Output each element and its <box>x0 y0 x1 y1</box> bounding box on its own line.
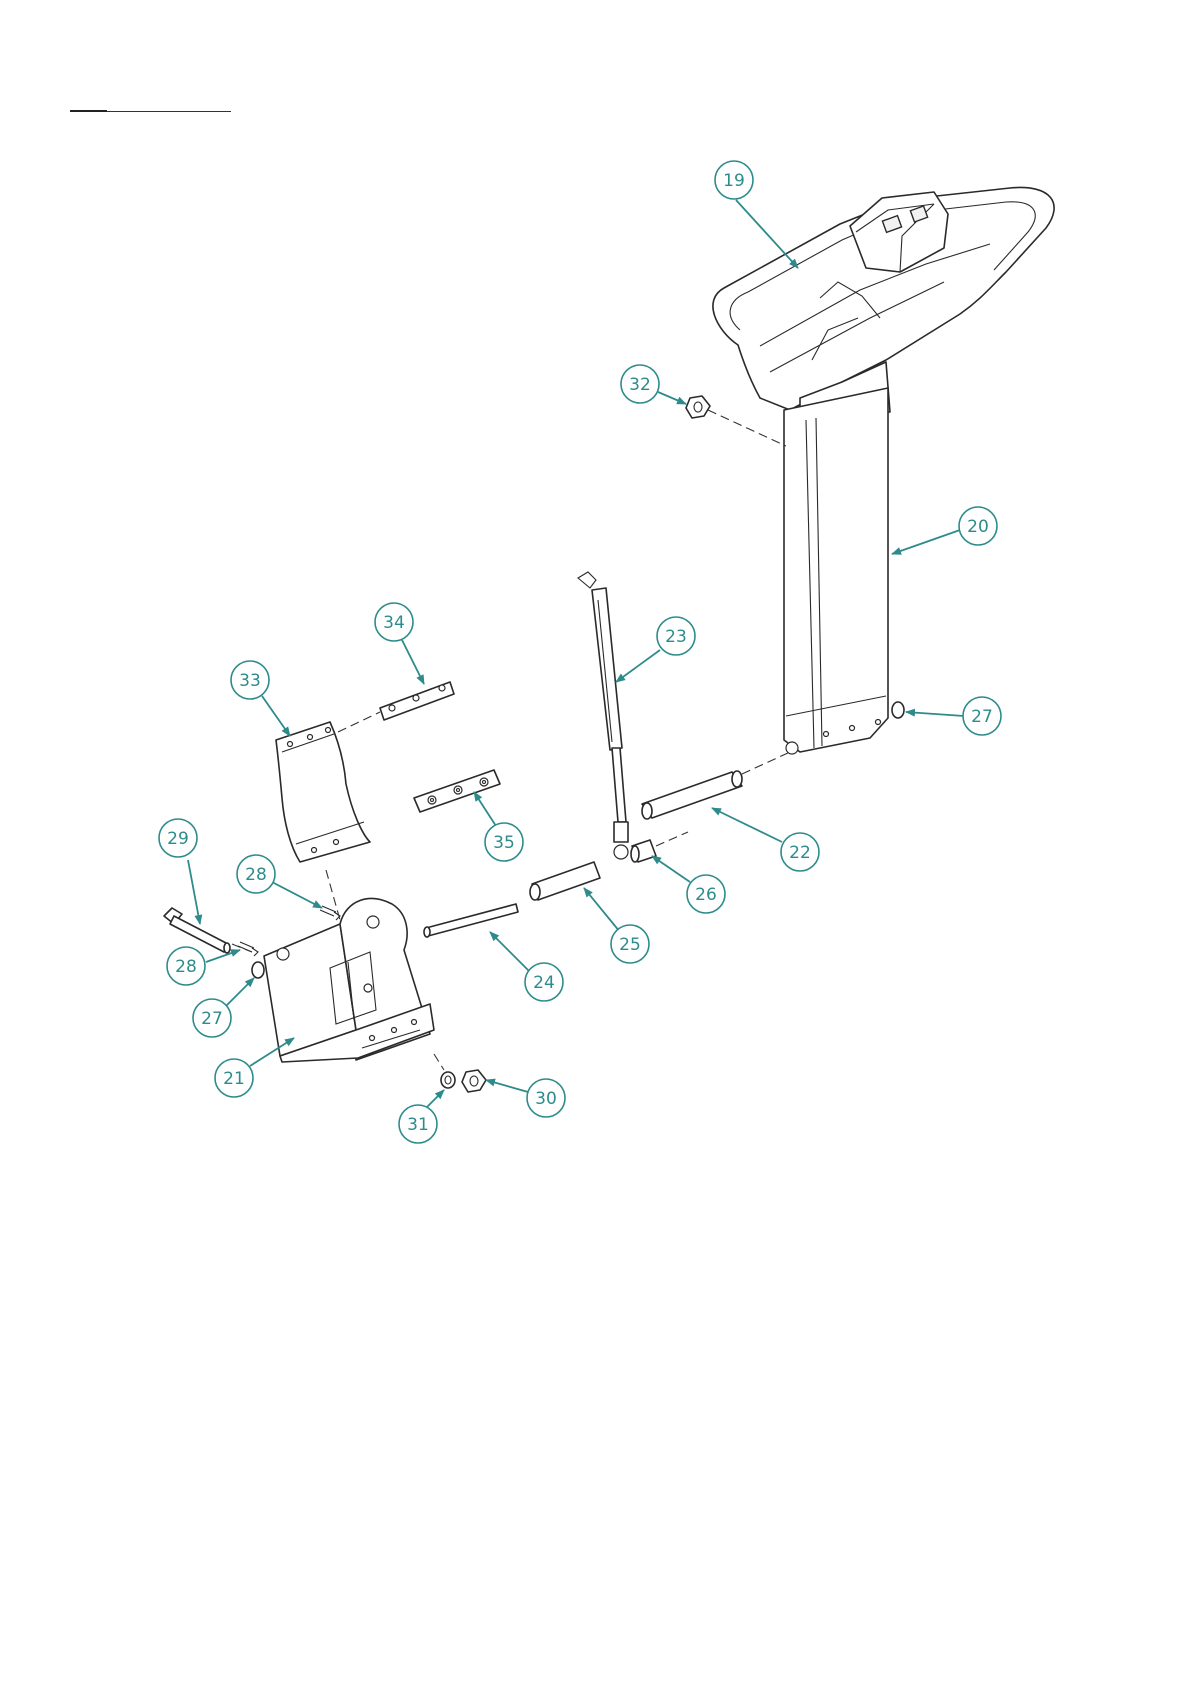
nut-32 <box>686 396 710 418</box>
callout-label: 27 <box>201 1009 223 1029</box>
balloon-28-lower: 28 <box>167 947 205 985</box>
callout-32: 32 <box>621 365 686 404</box>
callout-label: 27 <box>971 707 993 727</box>
leader-33 <box>262 696 290 736</box>
callout-27-left: 27 <box>193 978 254 1037</box>
callout-29: 29 <box>159 819 200 924</box>
callout-23: 23 <box>616 617 695 682</box>
callout-label: 24 <box>533 973 555 993</box>
leader-22 <box>712 808 782 842</box>
leader-25 <box>584 888 620 932</box>
handle-grip <box>713 187 1054 420</box>
balloon-31: 31 <box>399 1105 437 1143</box>
callout-label: 22 <box>789 843 811 863</box>
callout-label: 25 <box>619 935 641 955</box>
balloon-30: 30 <box>527 1079 565 1117</box>
plate-35 <box>414 770 500 812</box>
callout-label: 33 <box>239 671 261 691</box>
balloon-24: 24 <box>525 963 563 1001</box>
callout-26: 26 <box>652 856 725 913</box>
cotter-pin-28-upper <box>320 906 340 920</box>
callout-label: 21 <box>223 1069 245 1089</box>
callout-label: 28 <box>175 957 197 977</box>
leader-26 <box>652 856 690 882</box>
balloon-27-right: 27 <box>963 697 1001 735</box>
leader-31 <box>426 1090 444 1108</box>
balloon-21: 21 <box>215 1059 253 1097</box>
callout-35: 35 <box>474 792 523 861</box>
balloon-20: 20 <box>959 507 997 545</box>
callout-28-upper: 28 <box>237 855 322 908</box>
callout-label: 26 <box>695 885 717 905</box>
balloon-34: 34 <box>375 603 413 641</box>
leader-35 <box>474 792 496 826</box>
washer-31 <box>441 1072 455 1088</box>
handle-shaft <box>784 388 888 754</box>
leader-27-right <box>906 712 964 716</box>
callout-27-right: 27 <box>906 697 1001 735</box>
callout-label: 32 <box>629 375 651 395</box>
balloon-33: 33 <box>231 661 269 699</box>
callout-20: 20 <box>892 507 997 554</box>
balloon-35: 35 <box>485 823 523 861</box>
cover-33 <box>276 722 370 862</box>
leader-28-upper <box>272 882 322 908</box>
callout-label: 31 <box>407 1115 429 1135</box>
balloon-29: 29 <box>159 819 197 857</box>
nut-30 <box>462 1070 486 1092</box>
leader-19 <box>736 200 798 268</box>
leader-24 <box>490 932 530 972</box>
callout-33: 33 <box>231 661 290 736</box>
callout-label: 20 <box>967 517 989 537</box>
callout-34: 34 <box>375 603 424 684</box>
balloon-22: 22 <box>781 833 819 871</box>
callout-label: 29 <box>167 829 189 849</box>
callout-24: 24 <box>490 932 563 1001</box>
plate-34 <box>380 682 454 720</box>
callout-label: 34 <box>383 613 405 633</box>
bracket-21 <box>264 898 434 1062</box>
balloon-28-upper: 28 <box>237 855 275 893</box>
callout-label: 28 <box>245 865 267 885</box>
callout-label: 30 <box>535 1089 557 1109</box>
ring-27-left <box>252 962 264 978</box>
callout-label: 23 <box>665 627 687 647</box>
leader-23 <box>616 650 660 682</box>
balloon-25: 25 <box>611 925 649 963</box>
leader-32 <box>658 392 686 404</box>
leader-20 <box>892 530 960 554</box>
balloon-32: 32 <box>621 365 659 403</box>
bushing-26 <box>631 840 656 862</box>
balloon-23: 23 <box>657 617 695 655</box>
cotter-pin-28-lower <box>238 942 258 956</box>
rod-24 <box>424 904 518 937</box>
callout-label: 19 <box>723 171 745 191</box>
pin-22 <box>642 771 742 819</box>
ring-27-right <box>892 702 904 718</box>
gas-spring <box>578 572 628 859</box>
callout-30: 30 <box>486 1079 565 1117</box>
bolt-29 <box>164 908 230 953</box>
callout-22: 22 <box>712 808 819 871</box>
balloon-26: 26 <box>687 875 725 913</box>
balloon-27-left: 27 <box>193 999 231 1037</box>
leader-29 <box>188 860 200 924</box>
leader-27-left <box>226 978 254 1006</box>
callout-label: 35 <box>493 833 515 853</box>
leader-30 <box>486 1080 528 1092</box>
callout-31: 31 <box>399 1090 444 1143</box>
callout-19: 19 <box>715 161 798 268</box>
callout-25: 25 <box>584 888 649 963</box>
leader-34 <box>402 640 424 684</box>
balloon-19: 19 <box>715 161 753 199</box>
